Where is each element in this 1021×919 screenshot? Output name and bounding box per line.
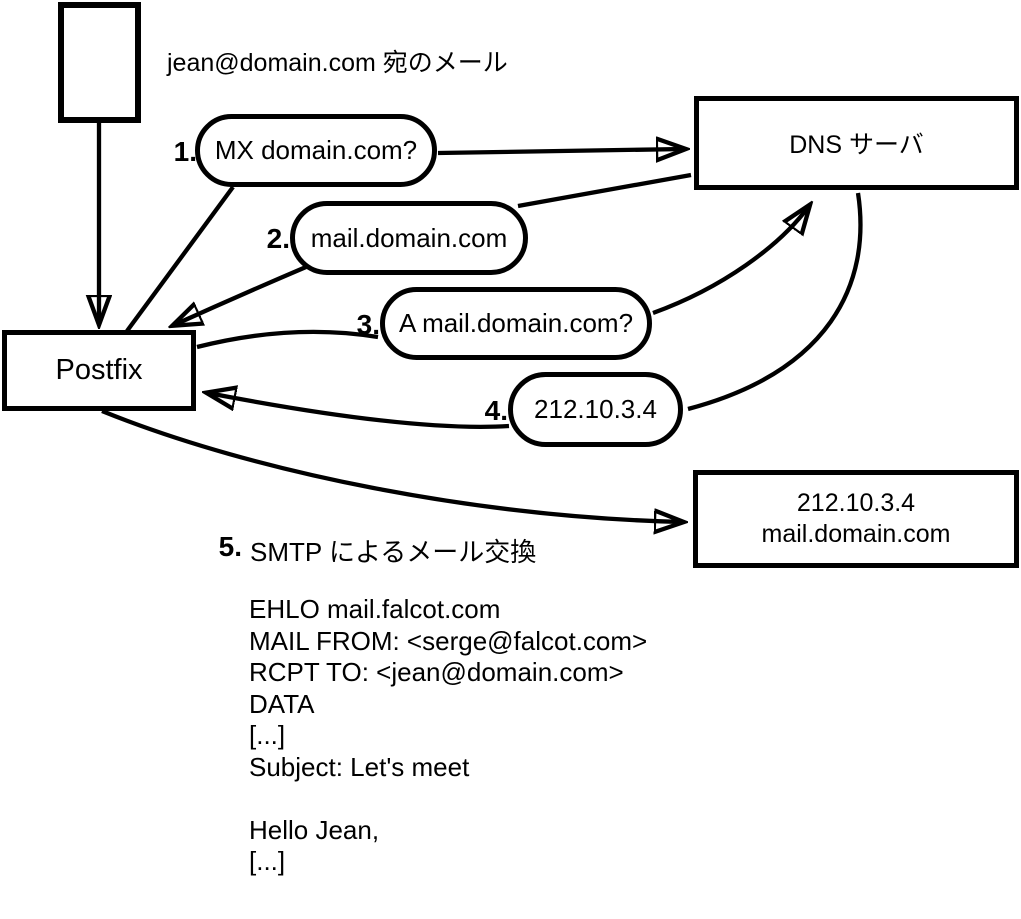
arrow-bubble4-to-postfix <box>208 393 510 429</box>
email-envelope-icon <box>58 2 141 123</box>
arrow-postfix-to-mailserver <box>101 409 682 522</box>
postfix-label: Postfix <box>55 354 143 386</box>
mail-server-ip: 212.10.3.4 <box>796 489 916 517</box>
step-4-answer-text: 212.10.3.4 <box>534 394 657 424</box>
postfix-box: Postfix <box>2 330 196 411</box>
step-1-query-bubble: MX domain.com? <box>195 114 437 187</box>
step-3-query-bubble: A mail.domain.com? <box>380 287 652 360</box>
step-5-number: 5. <box>218 531 242 562</box>
step-4-answer-bubble: 212.10.3.4 <box>508 372 683 447</box>
arrow-bubble1-to-dns <box>437 149 684 153</box>
mail-destination-note: jean@domain.com 宛のメール <box>167 49 508 77</box>
step-3-query-text: A mail.domain.com? <box>398 308 634 338</box>
line-postfix-to-bubble3 <box>196 329 379 350</box>
step-2-answer-text: mail.domain.com <box>310 222 508 253</box>
smtp-session-transcript: EHLO mail.falcot.com MAIL FROM: <serge@f… <box>249 594 648 919</box>
step-2-number: 2. <box>266 223 290 254</box>
step-2-answer-bubble: mail.domain.com <box>290 201 528 275</box>
mail-server-box: 212.10.3.4 mail.domain.com <box>693 470 1019 568</box>
step-1-number: 1. <box>173 136 197 167</box>
line-postfix-to-bubble1 <box>125 185 235 333</box>
step-1-query-text: MX domain.com? <box>214 135 418 165</box>
dns-server-label: DNS サーバ <box>789 131 924 159</box>
line-dns-to-bubble4 <box>687 192 863 412</box>
step-5-label: SMTP によるメール交換 <box>250 537 537 567</box>
arrow-bubble2-to-postfix <box>174 265 307 325</box>
mail-server-host: mail.domain.com <box>761 520 951 548</box>
arrow-bubble3-to-dns <box>652 206 809 316</box>
step-4-number: 4. <box>484 395 508 426</box>
line-dns-to-bubble2 <box>517 172 692 209</box>
dns-server-box: DNS サーバ <box>694 96 1019 190</box>
step-3-number: 3. <box>356 309 380 340</box>
